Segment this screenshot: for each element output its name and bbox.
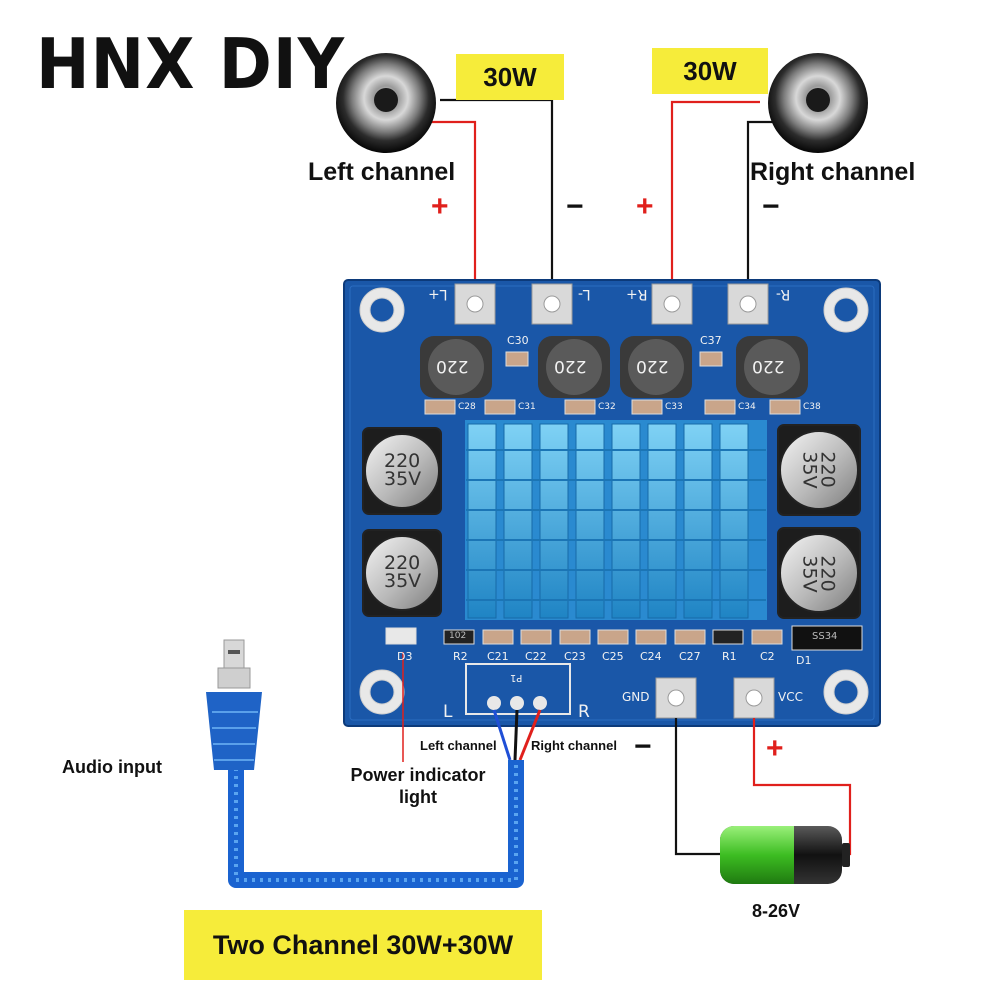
right-wire-label: Right channel bbox=[531, 738, 617, 753]
right-plus-wire bbox=[672, 102, 760, 287]
brand-title: HNX DIY bbox=[36, 22, 345, 108]
title-banner: Two Channel 30W+30W bbox=[184, 910, 542, 980]
audio-input-label: Audio input bbox=[62, 756, 162, 778]
bottom-label-c25: C25 bbox=[602, 650, 624, 663]
right-minus-sign: − bbox=[762, 190, 780, 224]
supply-minus-sign: − bbox=[634, 730, 652, 764]
bottom-label-c27: C27 bbox=[679, 650, 701, 663]
bottom-label-c21: C21 bbox=[487, 650, 509, 663]
right-plus-sign: + bbox=[636, 190, 654, 224]
right-speaker-graphic bbox=[768, 53, 868, 153]
left-minus-wire bbox=[440, 100, 552, 287]
side-label-c31: C31 bbox=[518, 402, 536, 412]
inductor-mark-4: 220 bbox=[752, 356, 784, 376]
left-channel-label: Left channel bbox=[308, 158, 455, 187]
side-label-c38: C38 bbox=[803, 402, 821, 412]
cap-mark-4: 220 35V bbox=[801, 555, 837, 592]
cap-mark-3: 220 35V bbox=[801, 451, 837, 488]
bottom-label-c23: C23 bbox=[564, 650, 586, 663]
gnd-label: GND bbox=[622, 690, 650, 704]
black-wire bbox=[515, 710, 517, 760]
pin-label-r-minus: R- bbox=[776, 286, 790, 302]
inductor-mark-2: 220 bbox=[554, 356, 586, 376]
bottom-label-c2: C2 bbox=[760, 650, 775, 663]
bottom-label-c24: C24 bbox=[640, 650, 662, 663]
cap-label-c37: C37 bbox=[700, 334, 722, 347]
diode-mark: SS34 bbox=[812, 631, 837, 642]
left-speaker-graphic bbox=[336, 53, 436, 153]
left-plus-sign: + bbox=[431, 190, 449, 224]
cap-mark-2: 220 35V bbox=[384, 554, 421, 590]
inductor-mark-1: 220 bbox=[436, 356, 468, 376]
battery-graphic bbox=[720, 826, 850, 884]
side-label-c33: C33 bbox=[665, 402, 683, 412]
input-side-l: L bbox=[443, 702, 452, 722]
supply-voltage-label: 8-26V bbox=[752, 900, 800, 922]
bottom-label-c22: C22 bbox=[525, 650, 547, 663]
cap-label-c30: C30 bbox=[507, 334, 529, 347]
bottom-label-d3: D3 bbox=[397, 650, 412, 663]
left-power-label: 30W bbox=[456, 54, 564, 100]
cap-mark-1: 220 35V bbox=[384, 452, 421, 488]
bottom-label-r1: R1 bbox=[722, 650, 737, 663]
vcc-label: VCC bbox=[778, 690, 803, 704]
gnd-wire bbox=[676, 718, 720, 854]
supply-plus-sign: + bbox=[766, 732, 784, 766]
side-label-c34: C34 bbox=[738, 402, 756, 412]
right-channel-label: Right channel bbox=[750, 158, 915, 187]
side-label-c32: C32 bbox=[598, 402, 616, 412]
left-wire-label: Left channel bbox=[420, 738, 497, 753]
right-power-label: 30W bbox=[652, 48, 768, 94]
heatsink bbox=[465, 420, 767, 620]
input-side-r: R bbox=[578, 702, 590, 722]
resistor-mark: 102 bbox=[449, 631, 466, 641]
pin-label-r-plus: R+ bbox=[626, 286, 647, 302]
speaker-wires bbox=[428, 100, 780, 287]
side-label-c28: C28 bbox=[458, 402, 476, 412]
left-minus-sign: − bbox=[566, 190, 584, 224]
pin-label-l-minus: L- bbox=[578, 286, 591, 302]
power-indicator-label: Power indicator light bbox=[338, 764, 498, 808]
input-connector-mark: P1 bbox=[510, 672, 522, 683]
bottom-label-r2: R2 bbox=[453, 650, 468, 663]
bottom-label-d1: D1 bbox=[796, 654, 811, 667]
pin-label-l-plus: L+ bbox=[428, 286, 448, 302]
inductor-mark-3: 220 bbox=[636, 356, 668, 376]
